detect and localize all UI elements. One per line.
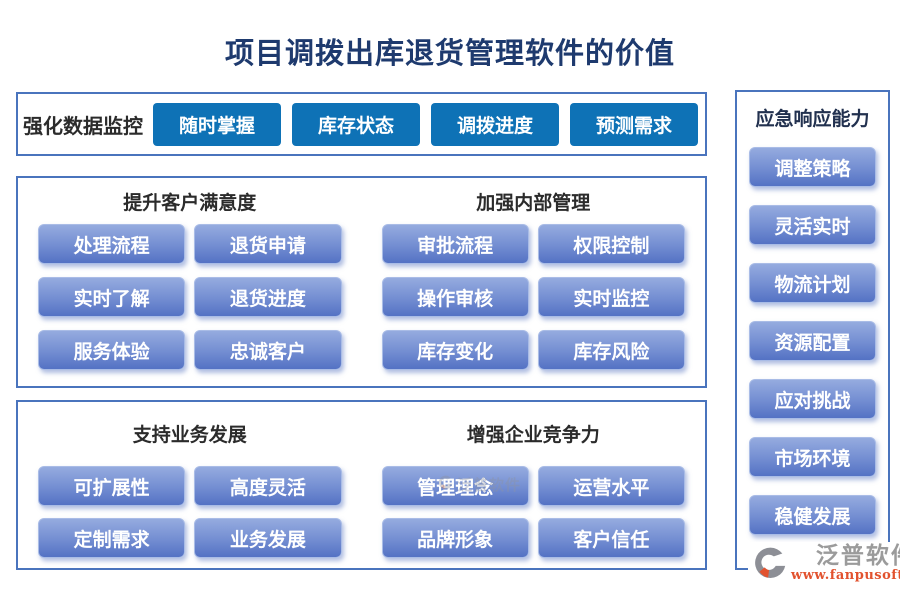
data-monitor-buttons: 随时掌握 库存状态 调拨进度 预测需求 <box>153 102 698 146</box>
satisfaction-button-process[interactable]: 处理流程 <box>38 224 186 264</box>
emergency-button-adjust-strategy[interactable]: 调整策略 <box>749 147 876 187</box>
business-development-grid: 可扩展性 高度灵活 定制需求 业务发展 <box>38 466 342 558</box>
satisfaction-button-return-progress[interactable]: 退货进度 <box>194 277 342 317</box>
competitive-button-operation-level[interactable]: 运营水平 <box>537 466 685 506</box>
group-header-business-development: 支持业务发展 <box>132 424 247 446</box>
emergency-button-market-environment[interactable]: 市场环境 <box>749 437 876 477</box>
emergency-button-logistics-plan[interactable]: 物流计划 <box>749 263 876 303</box>
page-title: 项目调拨出库退货管理软件的价值 <box>224 36 675 70</box>
satisfaction-button-service-experience[interactable]: 服务体验 <box>38 330 186 370</box>
section-bottom: 支持业务发展 可扩展性 高度灵活 定制需求 业务发展 增强企业竞争力 管理理念 … <box>16 400 707 570</box>
group-internal-management: 加强内部管理 审批流程 权限控制 操作审核 实时监控 库存变化 库存风险 <box>381 190 685 386</box>
internal-button-approval-flow[interactable]: 审批流程 <box>381 224 529 264</box>
emergency-button-steady-growth[interactable]: 稳健发展 <box>749 495 876 535</box>
group-header-internal-management: 加强内部管理 <box>476 192 591 214</box>
emergency-button-flexible-realtime[interactable]: 灵活实时 <box>749 205 876 245</box>
vendor-name: 泛普软件 <box>815 542 900 569</box>
competitive-button-customer-trust[interactable]: 客户信任 <box>537 518 685 558</box>
internal-button-inventory-risk[interactable]: 库存风险 <box>537 330 685 370</box>
emergency-response-header: 应急响应能力 <box>755 108 870 130</box>
internal-button-realtime-monitor[interactable]: 实时监控 <box>537 277 685 317</box>
business-button-custom-needs[interactable]: 定制需求 <box>38 518 186 558</box>
monitor-button-forecast-demand[interactable]: 预测需求 <box>570 102 698 146</box>
business-button-business-growth[interactable]: 业务发展 <box>194 518 342 558</box>
data-monitor-label: 强化数据监控 <box>23 113 143 138</box>
satisfaction-button-realtime-know[interactable]: 实时了解 <box>38 277 186 317</box>
section-data-monitor: 强化数据监控 随时掌握 库存状态 调拨进度 预测需求 <box>16 92 707 156</box>
fanpu-logo-icon <box>751 544 789 588</box>
satisfaction-button-loyal-customer[interactable]: 忠诚客户 <box>194 330 342 370</box>
group-header-competitiveness: 增强企业竞争力 <box>466 424 600 446</box>
section-middle: 提升客户满意度 处理流程 退货申请 实时了解 退货进度 服务体验 忠诚客户 加强… <box>16 176 707 388</box>
emergency-button-resource-allocation[interactable]: 资源配置 <box>749 321 876 361</box>
business-button-flexibility[interactable]: 高度灵活 <box>194 466 342 506</box>
internal-button-permission-control[interactable]: 权限控制 <box>537 224 685 264</box>
group-business-development: 支持业务发展 可扩展性 高度灵活 定制需求 业务发展 <box>38 422 342 568</box>
internal-button-operation-audit[interactable]: 操作审核 <box>381 277 529 317</box>
competitive-button-brand-image[interactable]: 品牌形象 <box>381 518 529 558</box>
customer-satisfaction-grid: 处理流程 退货申请 实时了解 退货进度 服务体验 忠诚客户 <box>38 224 342 370</box>
internal-button-inventory-change[interactable]: 库存变化 <box>381 330 529 370</box>
monitor-button-transfer-progress[interactable]: 调拨进度 <box>431 102 559 146</box>
monitor-button-inventory-status[interactable]: 库存状态 <box>292 102 420 146</box>
group-customer-satisfaction: 提升客户满意度 处理流程 退货申请 实时了解 退货进度 服务体验 忠诚客户 <box>38 190 342 386</box>
group-competitiveness: 增强企业竞争力 管理理念 运营水平 品牌形象 客户信任 <box>381 422 685 568</box>
vendor-logo-text: 泛普软件 www.fanpusoft.com <box>791 542 900 584</box>
monitor-button-grasp-anytime[interactable]: 随时掌握 <box>153 102 281 146</box>
satisfaction-button-return-request[interactable]: 退货申请 <box>194 224 342 264</box>
vendor-logo: 泛普软件 www.fanpusoft.com <box>748 542 900 590</box>
business-button-scalability[interactable]: 可扩展性 <box>38 466 186 506</box>
vendor-url: www.fanpusoft.com <box>791 568 900 584</box>
competitiveness-grid: 管理理念 运营水平 品牌形象 客户信任 <box>381 466 685 558</box>
section-emergency-response: 应急响应能力 调整策略 灵活实时 物流计划 资源配置 应对挑战 市场环境 稳健发… <box>735 90 890 570</box>
group-header-customer-satisfaction: 提升客户满意度 <box>123 192 257 214</box>
competitive-button-management-concept[interactable]: 管理理念 <box>381 466 529 506</box>
internal-management-grid: 审批流程 权限控制 操作审核 实时监控 库存变化 库存风险 <box>381 224 685 370</box>
emergency-button-face-challenge[interactable]: 应对挑战 <box>749 379 876 419</box>
